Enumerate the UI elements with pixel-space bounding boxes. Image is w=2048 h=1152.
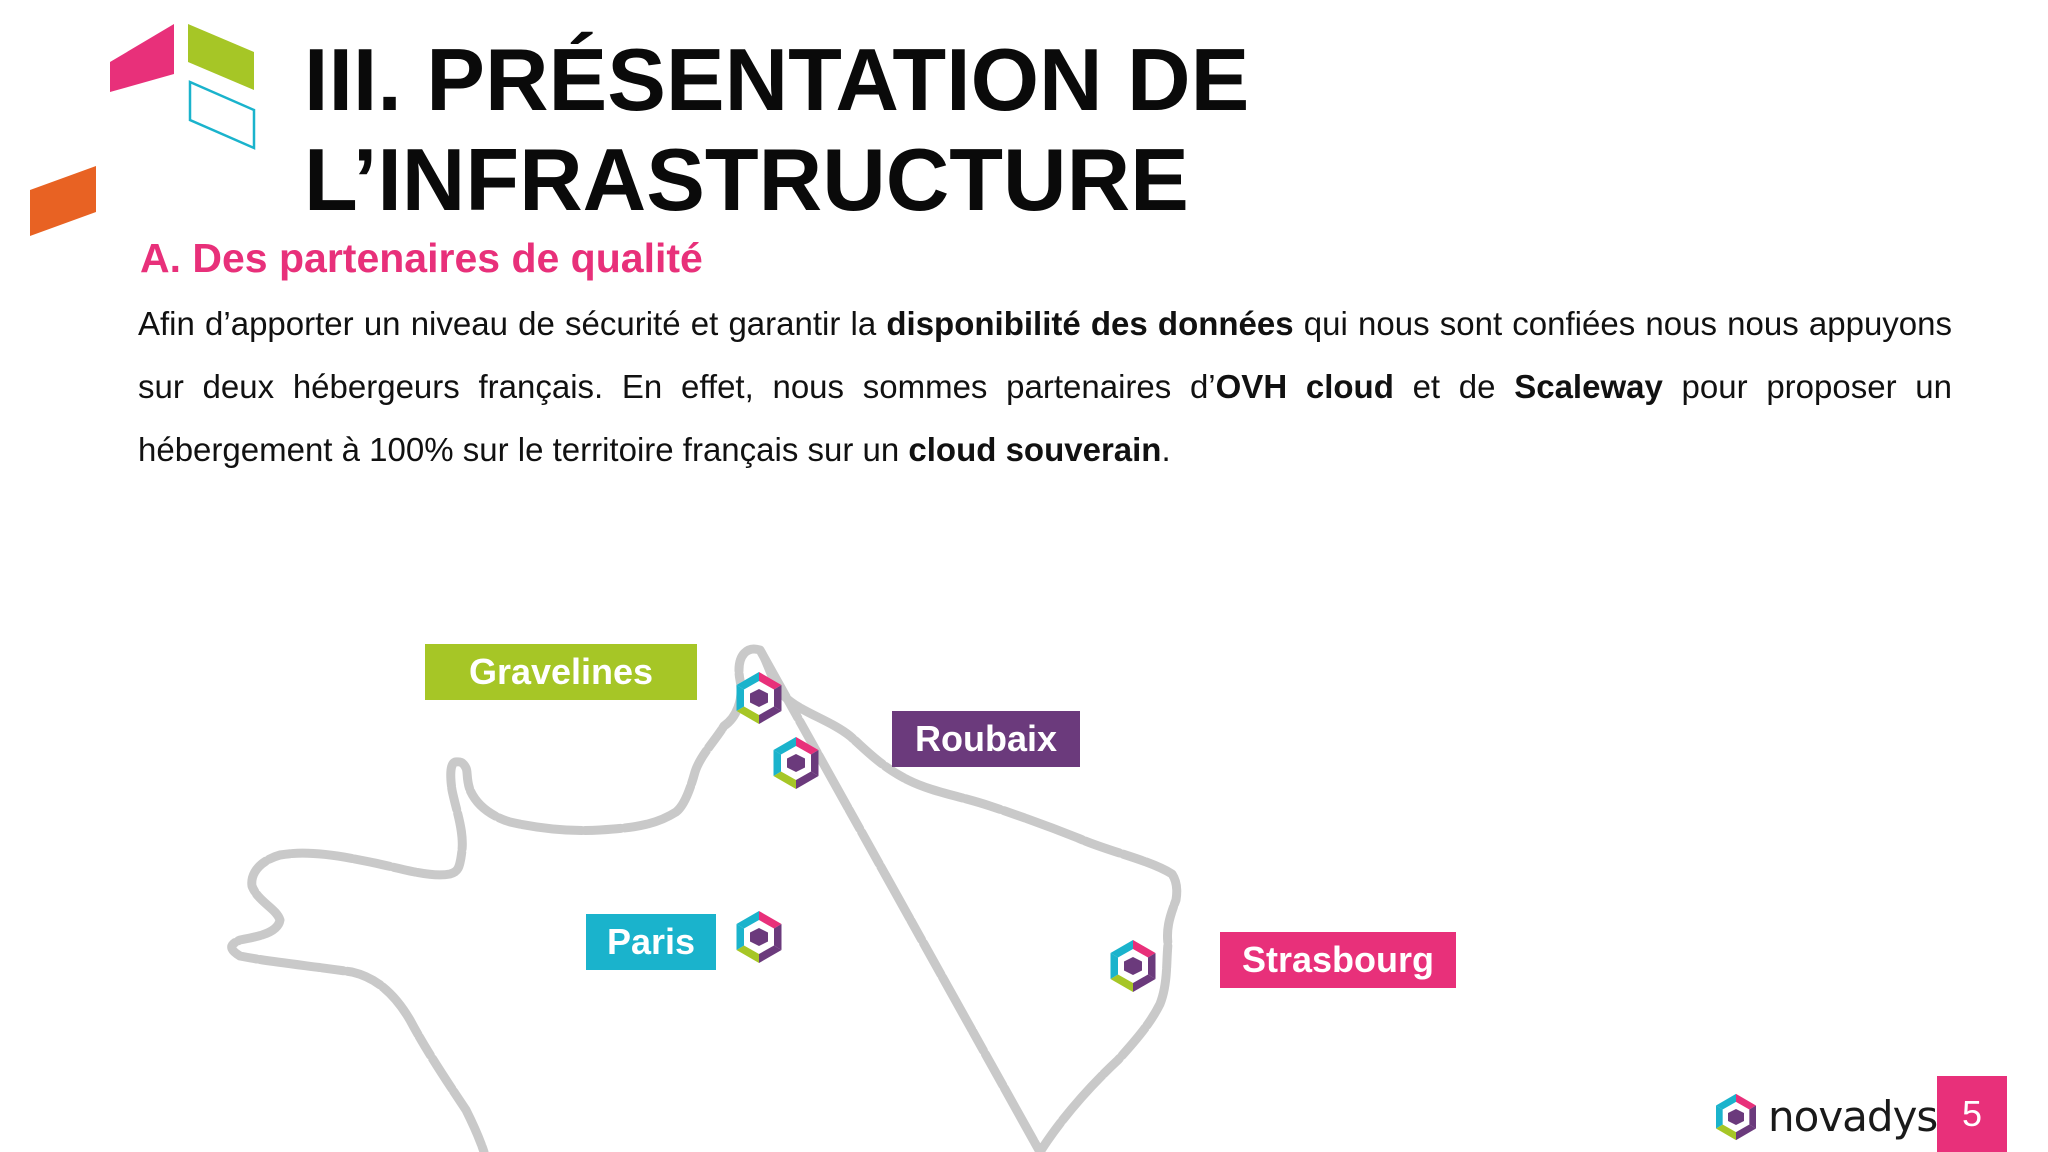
- paragraph-bold-ovh: OVH cloud: [1215, 368, 1394, 405]
- deco-cyan-outline-shape: [188, 80, 256, 150]
- deco-pink-shape: [110, 24, 174, 92]
- slide-title-line2: L’INFRASTRUCTURE: [304, 130, 1189, 229]
- paragraph-text: et de: [1393, 368, 1515, 405]
- paragraph-text: Afin d’apporter un niveau de sécurité et…: [138, 305, 887, 342]
- city-label-gravelines: Gravelines: [425, 644, 697, 700]
- datacenter-marker-strasbourg: [1110, 940, 1156, 992]
- novadys-brand: novadys: [1714, 1092, 1938, 1141]
- slide-title: III. PRÉSENTATION DE L’INFRASTRUCTURE: [304, 30, 1249, 230]
- paragraph-text: .: [1161, 431, 1171, 468]
- body-paragraph: Afin d’apporter un niveau de sécurité et…: [138, 292, 1952, 481]
- datacenter-marker-paris: [736, 911, 782, 963]
- section-subtitle: A. Des partenaires de qualité: [140, 235, 703, 281]
- slide-title-line1: III. PRÉSENTATION DE: [304, 30, 1250, 129]
- city-label-roubaix: Roubaix: [892, 711, 1080, 767]
- city-label-strasbourg: Strasbourg: [1220, 932, 1456, 988]
- paragraph-text: pour proposer un hébergement à 100% sur …: [138, 368, 1952, 468]
- novadys-logo-icon: [1716, 1093, 1756, 1140]
- decorative-logo-shapes: [30, 24, 256, 236]
- brand-name: novadys: [1768, 1092, 1938, 1141]
- page-number: 5: [1937, 1076, 2007, 1152]
- paragraph-text: qui nous sont confiées nous nous appuyon…: [138, 305, 1952, 405]
- france-outline: [227, 644, 1182, 1152]
- paragraph-bold-availability: disponibilité des données: [886, 305, 1294, 342]
- deco-green-shape: [188, 24, 254, 90]
- paragraph-bold-scaleway: Scaleway: [1514, 368, 1663, 405]
- deco-orange-shape: [30, 166, 96, 236]
- paragraph-bold-sovereign-cloud: cloud souverain: [908, 431, 1162, 468]
- city-label-paris: Paris: [586, 914, 716, 970]
